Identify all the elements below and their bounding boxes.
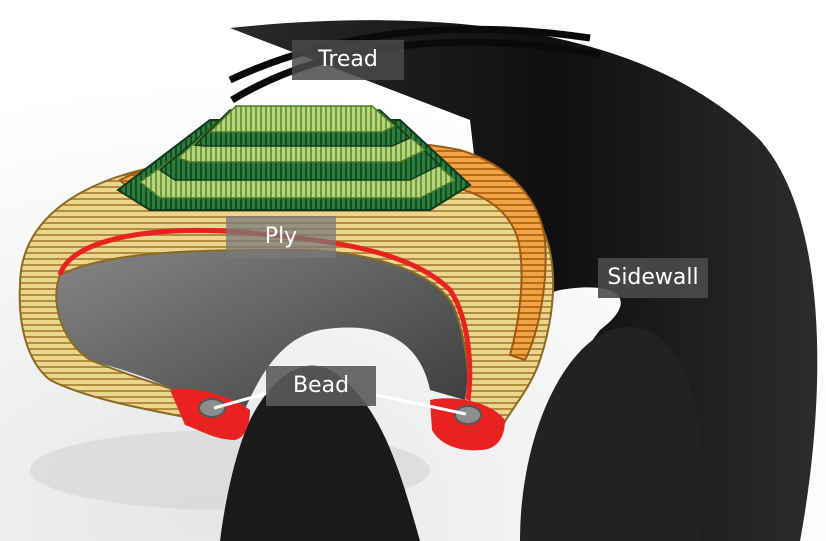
sidewall-label: Sidewall — [598, 267, 708, 289]
bead-wire-right — [455, 406, 481, 424]
bead-label: Bead — [266, 375, 376, 397]
tread-label: Tread — [292, 49, 404, 71]
bead-wire-left — [199, 399, 225, 417]
ply-label: Ply — [226, 226, 336, 248]
